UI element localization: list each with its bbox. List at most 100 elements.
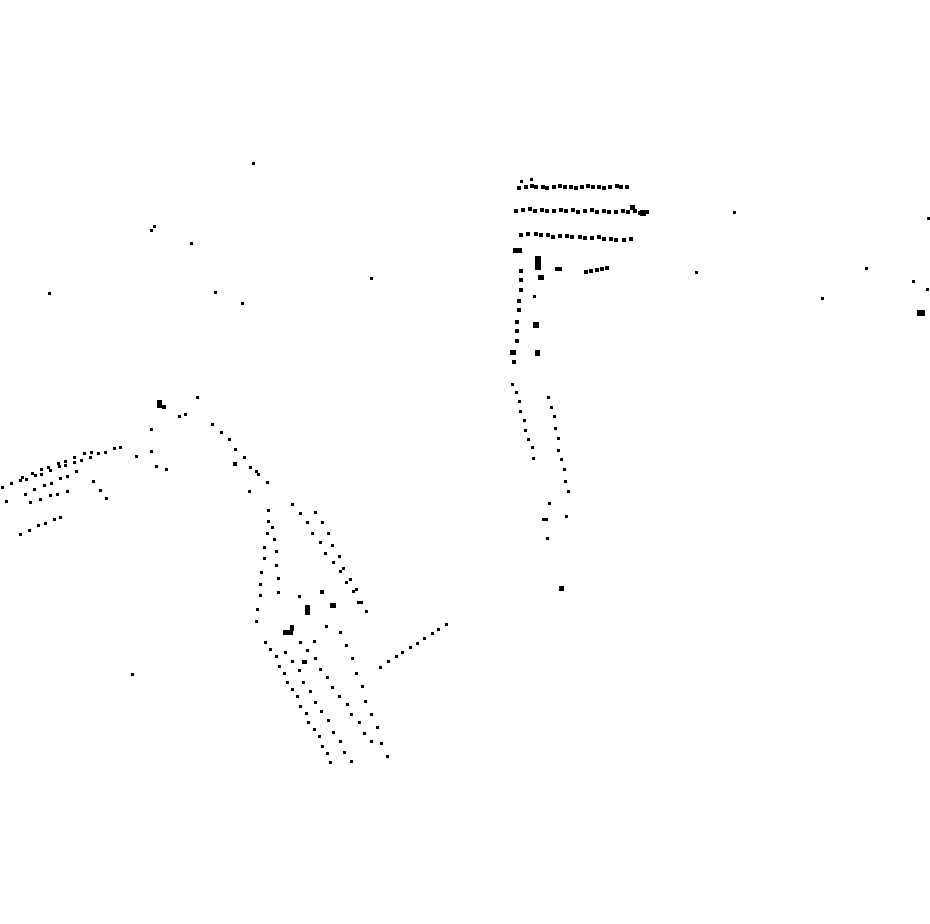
building	[370, 277, 373, 280]
building	[259, 583, 262, 586]
building	[64, 460, 67, 463]
building	[150, 450, 153, 453]
building	[104, 451, 107, 454]
building	[517, 186, 521, 190]
building	[600, 267, 604, 271]
building	[364, 700, 367, 703]
building	[313, 728, 316, 731]
building	[358, 721, 361, 724]
building	[343, 751, 346, 754]
building	[190, 242, 193, 245]
building	[387, 660, 390, 663]
building	[266, 532, 269, 535]
building	[90, 451, 93, 454]
building	[614, 210, 618, 214]
building	[263, 557, 266, 560]
building	[21, 476, 24, 479]
building	[865, 267, 868, 270]
building	[58, 465, 61, 468]
building	[565, 234, 569, 238]
building	[243, 456, 246, 459]
building	[248, 490, 251, 493]
building	[609, 237, 613, 241]
building	[401, 651, 404, 654]
building	[563, 185, 567, 189]
building	[302, 681, 305, 684]
building	[34, 474, 37, 477]
building	[273, 538, 276, 541]
building	[25, 478, 28, 481]
building	[559, 586, 564, 591]
building	[318, 735, 321, 738]
building	[615, 184, 619, 188]
building	[264, 641, 267, 644]
building	[629, 237, 633, 241]
building	[595, 210, 599, 214]
building	[521, 208, 525, 212]
building	[307, 721, 310, 724]
building	[325, 625, 328, 628]
building	[523, 419, 526, 422]
building	[267, 520, 270, 523]
building	[445, 623, 448, 626]
building	[621, 209, 625, 213]
building	[291, 688, 294, 691]
building	[927, 217, 930, 220]
building	[311, 532, 314, 535]
building	[306, 521, 309, 524]
building	[314, 701, 317, 704]
building	[37, 524, 40, 527]
building	[73, 461, 76, 464]
building	[541, 185, 545, 189]
building	[355, 588, 358, 591]
building	[83, 452, 86, 455]
building	[821, 297, 824, 300]
building	[517, 308, 521, 312]
building	[526, 232, 530, 236]
building	[520, 180, 523, 183]
building	[157, 400, 162, 408]
building	[305, 605, 310, 615]
building	[113, 447, 116, 450]
building	[260, 571, 263, 574]
building	[640, 210, 646, 216]
building	[550, 406, 553, 409]
building	[626, 210, 630, 214]
building	[56, 493, 59, 496]
building	[257, 473, 260, 476]
building	[630, 205, 635, 210]
building	[552, 185, 556, 189]
building	[524, 429, 527, 432]
building	[49, 494, 52, 497]
building	[49, 469, 52, 472]
building	[534, 232, 538, 236]
building	[64, 464, 67, 467]
building	[416, 642, 419, 645]
building	[547, 396, 550, 399]
building	[571, 208, 575, 212]
building	[350, 713, 353, 716]
building	[28, 529, 31, 532]
building	[150, 229, 153, 232]
building	[619, 185, 623, 189]
building	[59, 477, 62, 480]
building	[314, 511, 317, 514]
building	[80, 459, 83, 462]
building	[329, 761, 332, 764]
building	[515, 320, 519, 324]
building	[531, 446, 534, 449]
building	[330, 603, 336, 608]
building	[926, 288, 929, 291]
building	[519, 288, 523, 292]
building	[607, 210, 611, 214]
building	[545, 186, 549, 190]
building	[569, 185, 573, 189]
building	[271, 526, 274, 529]
building	[24, 493, 27, 496]
building	[564, 209, 568, 213]
building	[563, 468, 566, 471]
building	[519, 269, 523, 273]
building	[602, 209, 606, 213]
